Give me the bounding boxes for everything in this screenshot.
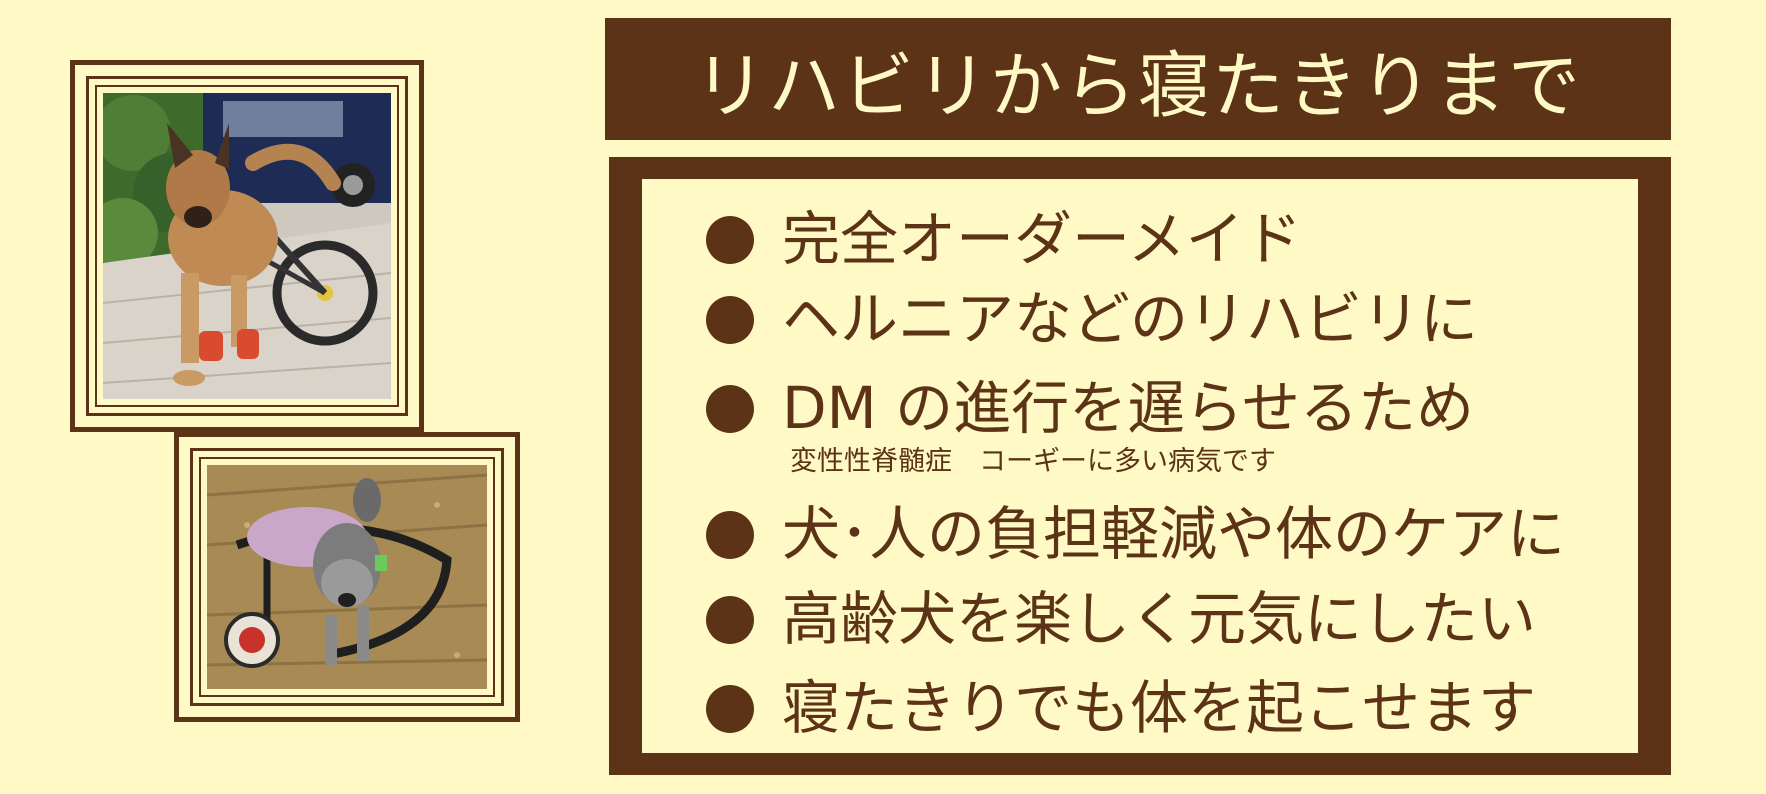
frame-inner-border	[190, 448, 504, 706]
dog-photo-illustration	[207, 465, 487, 689]
title-banner: リハビリから寝たきりまで	[605, 18, 1671, 140]
photo-small-dog-wheelchair	[207, 465, 487, 689]
frame-inner-border	[86, 76, 408, 416]
bullet-icon	[706, 385, 754, 433]
feature-label: 寝たきりでも体を起こせます	[782, 674, 1537, 742]
feature-box: 完全オーダーメイド ヘルニアなどのリハビリに DM の進行を遅らせるため 変性性…	[609, 157, 1671, 775]
page-title: リハビリから寝たきりまで	[693, 43, 1582, 128]
photo-frame-small-dog	[174, 432, 520, 722]
photo-frame-shepherd	[70, 60, 424, 432]
frame-inner-border	[95, 85, 399, 407]
feature-label: 完全オーダーメイド	[782, 205, 1302, 273]
bullet-icon	[706, 216, 754, 264]
frame-inner-border	[199, 457, 495, 697]
bullet-icon	[706, 296, 754, 344]
bullet-icon	[706, 596, 754, 644]
feature-label: 高齢犬を楽しく元気にしたい	[782, 585, 1537, 653]
bullet-icon	[706, 685, 754, 733]
feature-label: DM の進行を遅らせるため	[782, 374, 1474, 442]
feature-list: 完全オーダーメイド ヘルニアなどのリハビリに DM の進行を遅らせるため 変性性…	[642, 179, 1638, 753]
feature-label: 犬･人の負担軽減や体のケアに	[782, 500, 1566, 568]
bullet-icon	[706, 511, 754, 559]
feature-sublabel: 変性性脊髄症 コーギーに多い病気です	[790, 446, 1276, 477]
feature-label: ヘルニアなどのリハビリに	[782, 285, 1479, 353]
photo-shepherd-dog-wheelchair	[103, 93, 391, 399]
dog-photo-illustration	[103, 93, 391, 399]
